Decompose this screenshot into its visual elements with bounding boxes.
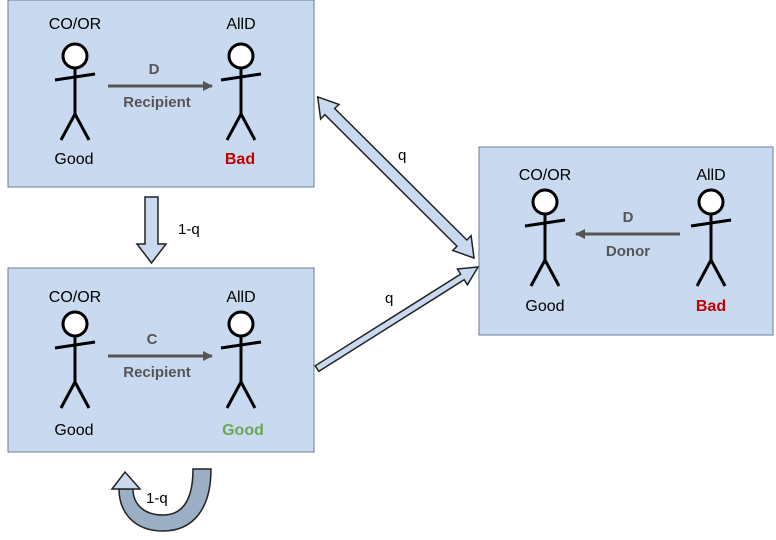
reputation-right-bad: Bad <box>225 151 255 168</box>
transition-arrow-diagonal-top <box>316 95 475 260</box>
stick-figure-icon <box>54 310 96 409</box>
state-box-bottom-left: CO/OR AllD C Recipient Good Good <box>7 267 315 453</box>
transition-arrow-diagonal-bottom <box>314 266 480 373</box>
stick-figure-icon <box>54 42 96 141</box>
reputation-right-bad: Bad <box>696 298 726 315</box>
self-loop-arrow: 1-q <box>110 468 212 532</box>
box-background <box>7 0 315 188</box>
reputation-right-good: Good <box>222 422 264 439</box>
transition-label-diagonal-bottom: q <box>385 290 393 307</box>
reputation-left: Good <box>54 422 93 439</box>
box-background <box>7 267 315 453</box>
player-label-right: AllD <box>226 289 255 306</box>
action-label: D <box>623 209 634 226</box>
box-background <box>478 146 774 336</box>
reputation-left: Good <box>525 298 564 315</box>
stick-figure-icon <box>220 310 262 409</box>
role-label: Recipient <box>123 364 191 381</box>
player-label-right: AllD <box>696 167 725 184</box>
transition-arrow-down <box>135 196 168 265</box>
loop-arrowhead <box>110 470 142 490</box>
stick-figure-icon <box>690 188 732 287</box>
transition-label-diagonal-top: q <box>398 147 406 164</box>
player-label-left: CO/OR <box>49 16 101 33</box>
role-label: Donor <box>606 243 650 260</box>
player-label-left: CO/OR <box>519 167 571 184</box>
action-label: D <box>149 61 160 78</box>
stick-figure-icon <box>524 188 566 287</box>
player-label-left: CO/OR <box>49 289 101 306</box>
state-box-top-left: CO/OR AllD D Recipient Good Bad <box>7 0 315 188</box>
transition-label-loop: 1-q <box>146 490 168 507</box>
transition-label-down: 1-q <box>178 221 200 238</box>
state-box-right: CO/OR AllD D Donor Good Bad <box>478 146 774 336</box>
stick-figure-icon <box>220 42 262 141</box>
player-label-right: AllD <box>226 16 255 33</box>
action-label: C <box>147 331 158 348</box>
reputation-left: Good <box>54 151 93 168</box>
role-label: Recipient <box>123 94 191 111</box>
